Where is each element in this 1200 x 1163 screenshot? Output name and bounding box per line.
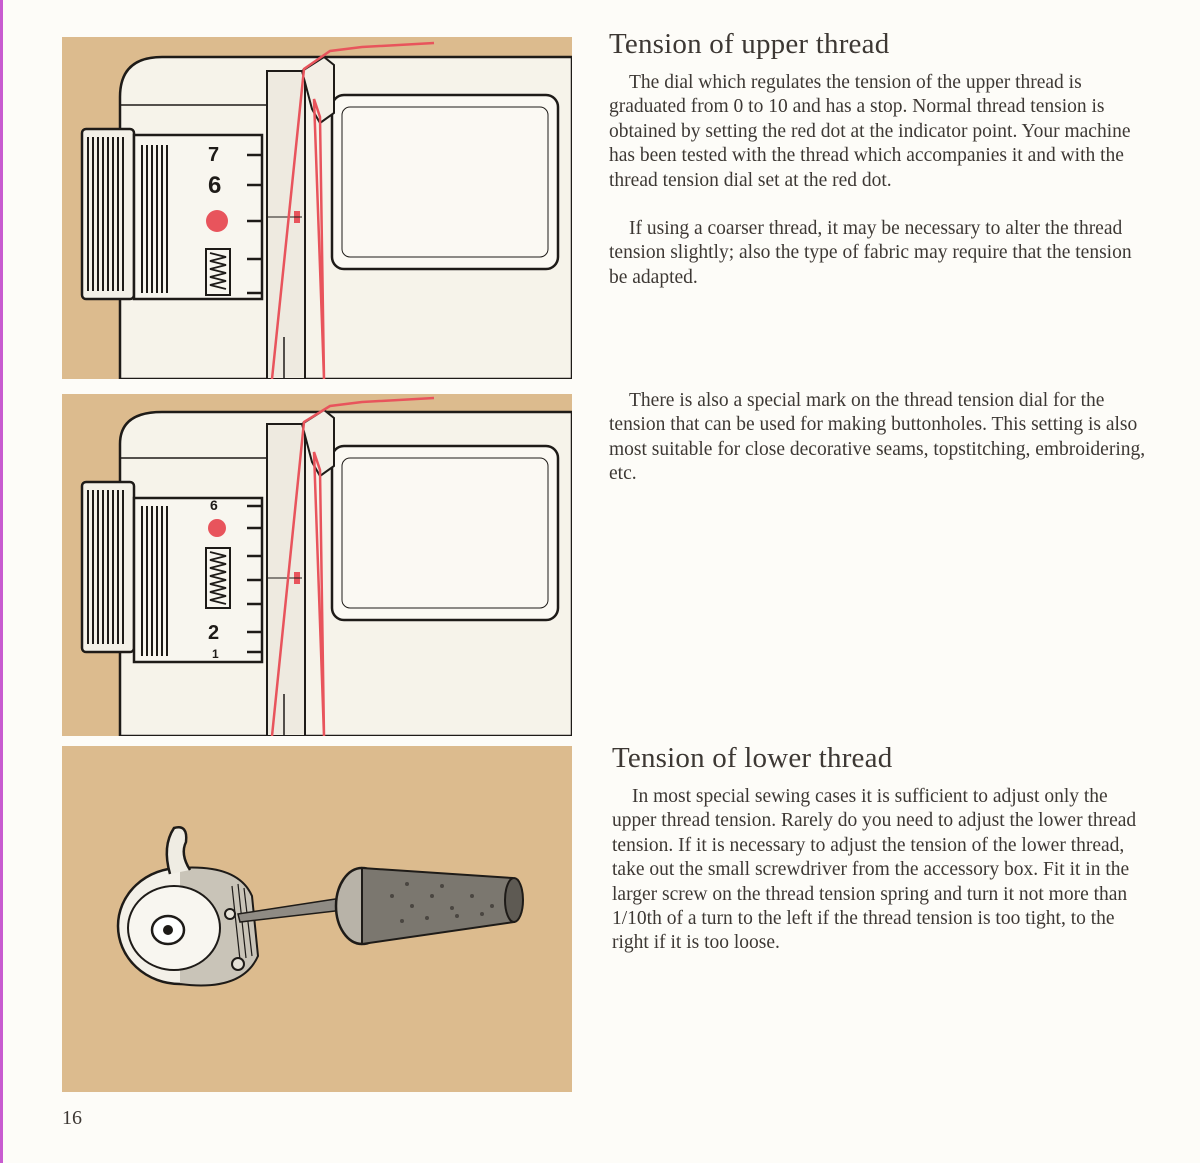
dial-label-7: 7 [208, 144, 219, 166]
dial-label-6-partial: 6 [210, 497, 218, 513]
dial-label-1: 1 [212, 647, 219, 661]
red-dot-marker-2 [208, 519, 226, 537]
page-edge-line [0, 0, 3, 1163]
upper-thread-heading: Tension of upper thread [609, 28, 890, 60]
buttonhole-setting-paragraph: There is also a special mark on the thre… [609, 390, 1146, 485]
upper-thread-paragraph-1: The dial which regulates the tension of … [609, 72, 1131, 191]
tension-dial-buttonhole-illustration: 6 2 1 [62, 394, 572, 736]
upper-thread-paragraph-2: If using a coarser thread, it may be nec… [609, 218, 1132, 288]
lower-thread-paragraph: In most special sewing cases it is suffi… [612, 786, 1137, 954]
lower-thread-heading: Tension of lower thread [612, 742, 893, 774]
bobbin-case-illustration [62, 746, 572, 1092]
page-number: 16 [62, 1107, 82, 1129]
dial-label-2: 2 [208, 622, 219, 644]
tension-dial-normal-illustration: 7 6 [62, 37, 572, 379]
dial-label-6: 6 [208, 172, 221, 199]
red-dot-marker [206, 210, 228, 232]
